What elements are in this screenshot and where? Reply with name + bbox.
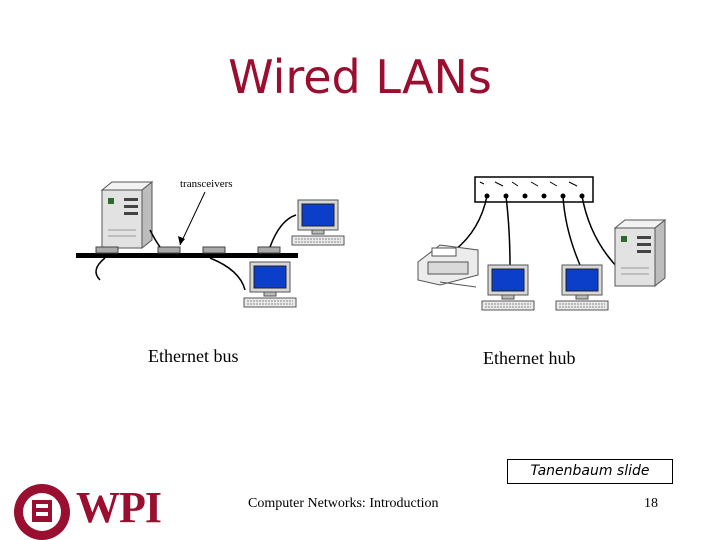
- transceiver-1: [95, 246, 119, 254]
- transceivers-label: transceivers: [180, 178, 233, 190]
- server-tower-icon: [101, 181, 153, 249]
- ethernet-bus-diagram: [76, 181, 345, 308]
- bus-cable: [76, 253, 298, 258]
- wpi-wordmark-logo: WPI: [76, 483, 162, 532]
- workstation-icon: [291, 199, 345, 246]
- workstation-icon: [243, 261, 297, 308]
- server-tower-icon: [614, 219, 666, 287]
- workstation-icon: [481, 264, 535, 311]
- ethernet-hub-diagram: [417, 176, 666, 311]
- transceiver-3: [202, 246, 226, 254]
- ethernet-hub-caption: Ethernet hub: [483, 348, 576, 368]
- workstation-icon: [555, 264, 609, 311]
- ethernet-bus-caption: Ethernet bus: [148, 346, 239, 366]
- transceiver-2: [157, 246, 181, 254]
- credit-box: Tanenbaum slide: [507, 459, 673, 484]
- transceiver-pointer: [179, 191, 206, 246]
- wpi-seal-logo: [14, 484, 70, 540]
- printer-icon: [417, 244, 479, 288]
- page-number: 18: [644, 496, 658, 511]
- slide-title: Wired LANs: [228, 50, 492, 104]
- hub-box: [474, 176, 594, 203]
- transceiver-4: [257, 246, 281, 254]
- footer-course-title: Computer Networks: Introduction: [248, 496, 439, 511]
